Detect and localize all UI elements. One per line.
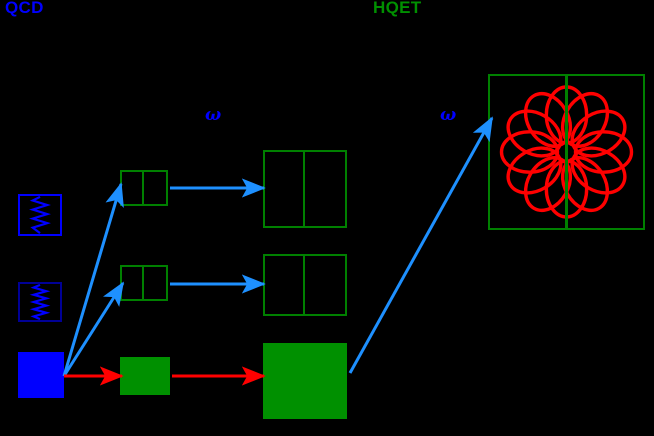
qcd-outlined-box-middle [18, 282, 62, 322]
box-cell-right [144, 172, 166, 204]
hqet-two-cell-box-large-middle [263, 254, 347, 316]
box-cell-right [305, 256, 345, 314]
arrow-hqet-solid-large-to-rose [348, 116, 494, 374]
box-cell-right [305, 152, 345, 226]
omega-symbol-right: ω [440, 105, 457, 125]
box-cell-left [122, 172, 144, 204]
omega-symbol-middle: ω [205, 105, 222, 125]
column-heading-hqet: HQET [373, 0, 422, 17]
arrow-qcd-to-hqet-small-middle [62, 281, 125, 377]
hqet-two-cell-box-small-top [120, 170, 168, 206]
hqet-two-cell-box-small-middle [120, 265, 168, 301]
qcd-outlined-box-top [18, 194, 62, 236]
arrow-qcd-to-hqet-small-top [62, 182, 124, 377]
rose-pattern-icon [499, 76, 634, 228]
hqet-two-cell-box-large-top [263, 150, 347, 228]
column-heading-qcd: QCD [5, 0, 44, 17]
box-cell-left [265, 152, 305, 226]
zigzag-line-icon [29, 196, 51, 234]
box-cell-left [265, 256, 305, 314]
rose-pattern-panel [488, 74, 645, 230]
box-cell-left [122, 267, 144, 299]
hqet-filled-square-small [120, 357, 170, 395]
zigzag-line-icon [29, 284, 51, 320]
qcd-filled-square [18, 352, 64, 398]
box-cell-right [144, 267, 166, 299]
hqet-filled-square-large [263, 343, 347, 419]
